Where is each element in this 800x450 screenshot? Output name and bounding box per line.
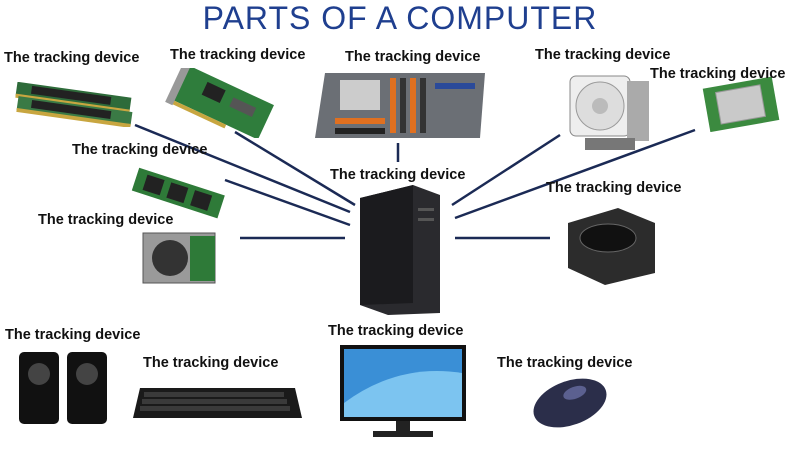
label-ssd: The tracking device	[72, 142, 208, 158]
hard-drive-icon	[142, 232, 216, 284]
label-hard-drive: The tracking device	[38, 212, 174, 228]
monitor-icon	[340, 345, 466, 437]
connector-card	[234, 130, 356, 207]
page-title: PARTS OF A COMPUTER	[202, 0, 598, 36]
computer-tower-icon	[360, 185, 440, 315]
mouse-icon	[533, 378, 607, 428]
cpu-cooler-icon	[569, 75, 649, 150]
label-expansion-card: The tracking device	[170, 47, 306, 63]
motherboard-icon	[315, 73, 485, 138]
keyboard-icon	[133, 388, 302, 418]
label-motherboard: The tracking device	[345, 49, 481, 65]
ssd-icon	[131, 167, 225, 219]
cpu-icon	[702, 76, 780, 132]
label-speakers: The tracking device	[5, 327, 141, 343]
label-cpu-cooler: The tracking device	[535, 47, 671, 63]
connector-cpu	[454, 128, 696, 220]
power-supply-icon	[568, 208, 655, 285]
label-ram: The tracking device	[4, 50, 140, 66]
connector-ram	[134, 123, 351, 214]
label-tower: The tracking device	[330, 167, 466, 183]
label-mouse: The tracking device	[497, 355, 633, 371]
label-cpu: The tracking device	[650, 66, 786, 82]
label-keyboard: The tracking device	[143, 355, 279, 371]
ram-icon	[15, 82, 133, 127]
connector-cooler	[451, 133, 561, 207]
label-monitor: The tracking device	[328, 323, 464, 339]
speakers-icon	[19, 352, 107, 424]
connector-ssd	[224, 178, 351, 227]
label-power-supply: The tracking device	[546, 180, 682, 196]
expansion-card-icon	[165, 68, 274, 138]
